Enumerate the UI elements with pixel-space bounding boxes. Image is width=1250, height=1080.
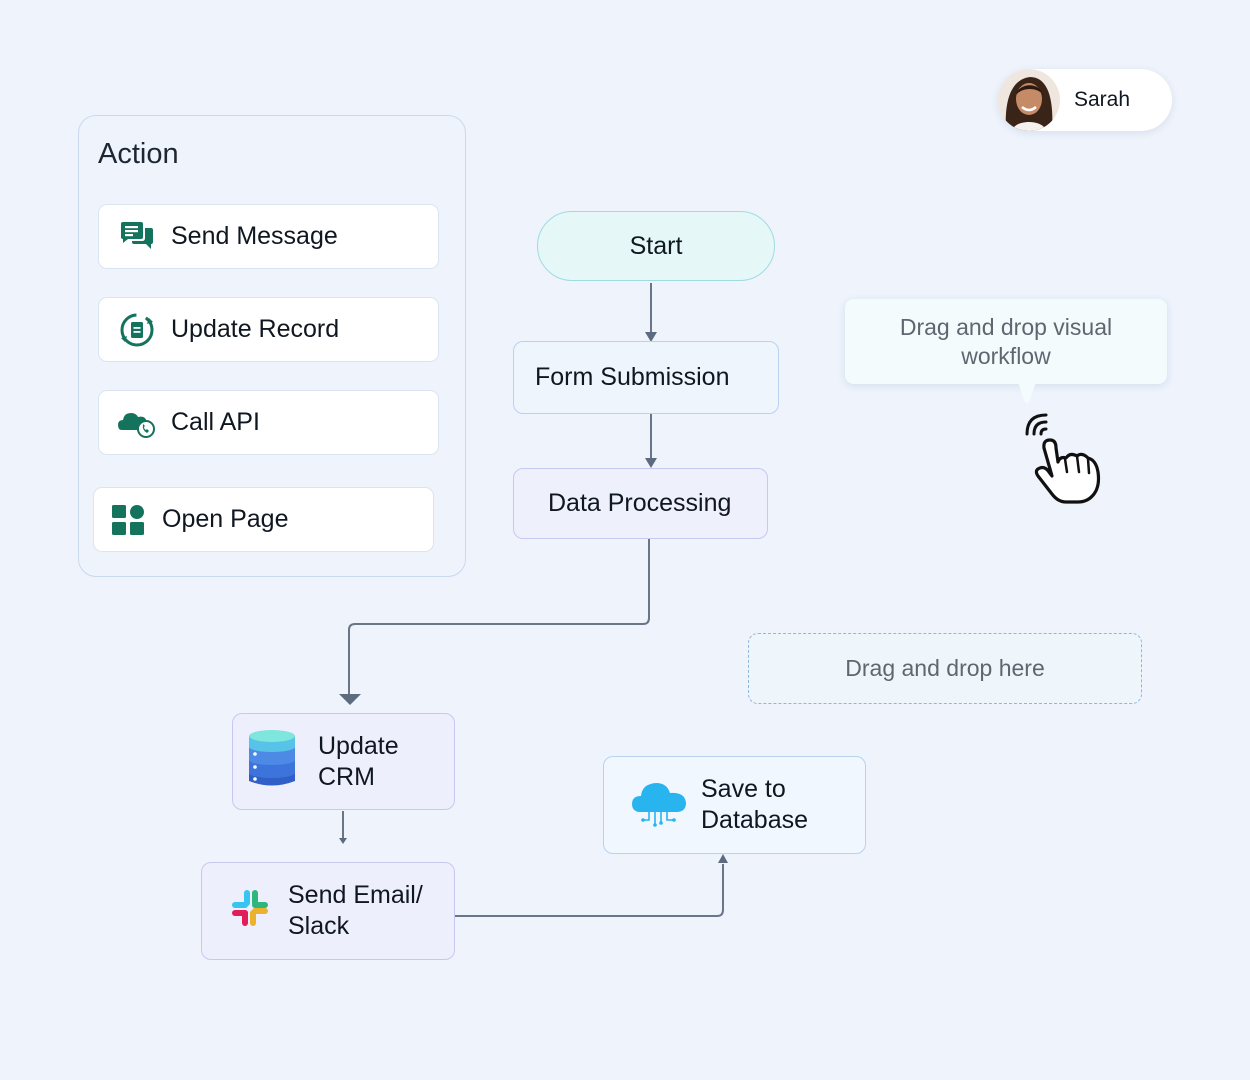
cloud-phone-icon	[117, 403, 157, 443]
connector-slack-save	[455, 864, 724, 917]
action-label: Call API	[171, 408, 260, 436]
tooltip-text: Drag and drop visual workflow	[900, 313, 1112, 371]
save-database-node[interactable]: Save to Database	[603, 756, 866, 854]
arrowhead	[339, 694, 361, 705]
node-label-line1: Update	[318, 731, 399, 760]
tooltip-tail	[1016, 376, 1038, 403]
update-record-icon	[117, 310, 157, 350]
arrowhead	[645, 458, 657, 468]
action-send-message[interactable]: Send Message	[98, 204, 439, 269]
avatar	[998, 69, 1060, 131]
drag-drop-tooltip: Drag and drop visual workflow	[845, 299, 1167, 384]
form-submission-node[interactable]: Form Submission	[513, 341, 779, 414]
database-icon	[247, 728, 297, 795]
start-node[interactable]: Start	[537, 211, 775, 281]
node-label: Start	[629, 231, 683, 260]
widgets-icon	[108, 500, 148, 540]
node-label: Update CRM	[318, 731, 399, 793]
hand-pointer-icon	[1025, 413, 1101, 504]
user-chip[interactable]: Sarah	[998, 69, 1172, 131]
data-processing-node[interactable]: Data Processing	[513, 468, 768, 539]
tooltip-line2: workflow	[961, 342, 1051, 369]
slack-icon	[230, 888, 270, 935]
action-label: Update Record	[171, 315, 340, 343]
user-name: Sarah	[1074, 88, 1131, 111]
action-call-api[interactable]: Call API	[98, 390, 439, 455]
drop-zone-label: Drag and drop here	[845, 655, 1045, 681]
action-label: Open Page	[162, 505, 289, 533]
update-crm-node[interactable]: Update CRM	[232, 713, 455, 810]
drop-zone[interactable]: Drag and drop here	[748, 633, 1142, 704]
node-label: Data Processing	[548, 489, 732, 517]
node-label: Form Submission	[535, 363, 730, 391]
connector-data-crm	[348, 539, 650, 696]
node-label: Send Email/ Slack	[288, 880, 423, 942]
arrowhead	[645, 332, 657, 342]
arrowhead	[718, 854, 728, 863]
action-label: Send Message	[171, 222, 338, 250]
action-open-page[interactable]: Open Page	[93, 487, 434, 552]
chat-icon	[117, 217, 157, 257]
node-label: Save to Database	[701, 774, 808, 836]
node-label-line2: Slack	[288, 912, 350, 940]
tooltip-line1: Drag and drop visual	[899, 313, 1113, 340]
panel-title: Action	[98, 138, 179, 170]
node-label-line2: Database	[701, 806, 809, 834]
arrowhead	[339, 838, 347, 844]
cloud-icon	[631, 776, 687, 835]
node-label-line1: Send Email/	[288, 881, 423, 909]
send-email-slack-node[interactable]: Send Email/ Slack	[201, 862, 455, 960]
node-label-line2: CRM	[318, 762, 375, 791]
node-label-line1: Save to	[701, 775, 786, 803]
action-update-record[interactable]: Update Record	[98, 297, 439, 362]
